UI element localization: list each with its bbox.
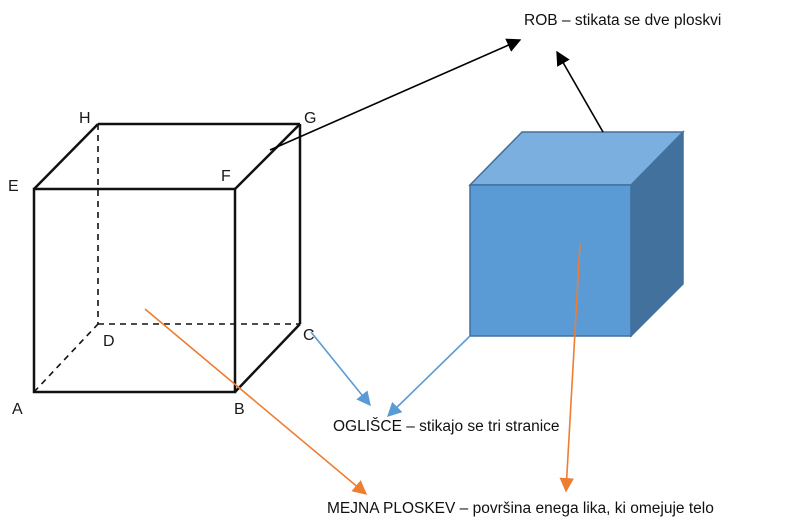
wireframe-cube	[32, 122, 302, 394]
vertex-label-c: C	[303, 327, 315, 344]
vertex-label-e: E	[8, 178, 19, 195]
solid-cube	[468, 130, 685, 338]
caption-ploskev: MEJNA PLOSKEV – površina enega lika, ki …	[327, 500, 714, 517]
vertex-label-f: F	[221, 168, 231, 185]
vertex-label-g: G	[304, 110, 316, 127]
edge-eh	[33, 123, 99, 190]
edge-ad	[33, 323, 99, 393]
rob-arrow-from-wireframe	[269, 38, 522, 151]
caption-rob: ROB – stikata se dve ploskvi	[524, 12, 721, 29]
ploskev-arrow-from-solid	[559, 242, 581, 493]
oglisce-arrow-from-wireframe	[310, 331, 371, 407]
vertex-label-h: H	[79, 110, 91, 127]
rob-arrow-from-solid	[556, 50, 604, 133]
rob-arrows	[269, 38, 604, 151]
edge-fg	[234, 123, 301, 190]
edge-bc	[234, 323, 301, 393]
vertex-label-b: B	[234, 401, 245, 418]
face-abfe	[32, 187, 237, 394]
cube-front-face	[469, 184, 632, 337]
oglisce-arrows	[310, 331, 471, 418]
caption-oglisce: OGLIŠCE – stikajo se tri stranice	[333, 418, 560, 435]
oglisce-arrow-from-solid	[386, 335, 471, 418]
vertex-label-a: A	[12, 401, 23, 418]
ploskev-arrow-from-wireframe	[144, 308, 368, 495]
vertex-label-d: D	[103, 333, 115, 350]
ploskev-arrows	[144, 242, 581, 495]
